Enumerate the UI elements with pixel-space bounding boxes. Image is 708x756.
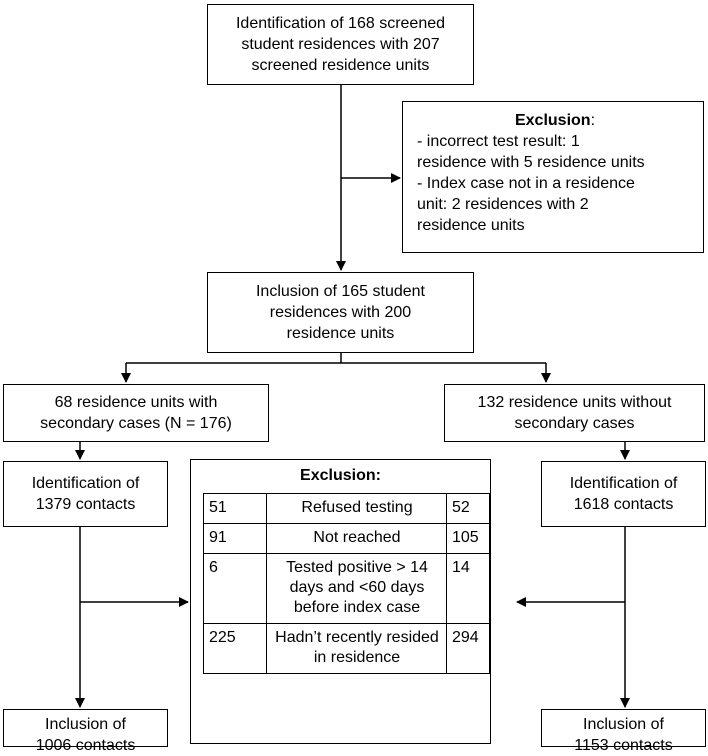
left-count: 225	[203, 623, 267, 674]
units-without-secondary-cases-box: 132 residence units without secondary ca…	[444, 384, 705, 442]
left-inclusion-contacts-box: Inclusion of 1006 contacts	[3, 709, 168, 754]
box-line: residences with 200	[269, 304, 412, 321]
exclusion-table-title: Exclusion:	[300, 467, 381, 484]
right-inclusion-contacts-box: Inclusion of 1153 contacts	[541, 709, 706, 754]
left-count: 6	[203, 553, 267, 624]
table-row: 6 Tested positive > 14 days and <60 days…	[203, 553, 490, 624]
box-line: 1006 contacts	[35, 737, 136, 754]
box-line: Identification of	[31, 475, 140, 492]
box-line: 1379 contacts	[35, 496, 136, 513]
exclusion-line: residence units	[417, 217, 525, 234]
box-line: secondary cases (N = 176)	[40, 415, 232, 432]
right-count: 52	[446, 493, 490, 524]
box-line: residence units	[286, 325, 395, 342]
exclusion-contacts-box: Exclusion: 51 Refused testing 52 91 Not …	[190, 459, 491, 744]
box-line: secondary cases	[514, 415, 635, 432]
identification-residences-box: Identification of 168 screened student r…	[207, 4, 474, 85]
inclusion-residences-box: Inclusion of 165 student residences with…	[207, 272, 474, 353]
box-line: student residences with 207	[241, 36, 440, 53]
left-identification-contacts-box: Identification of 1379 contacts	[3, 461, 168, 527]
exclusion-residences-box: Exclusion: - incorrect test result: 1 re…	[402, 101, 704, 253]
exclusion-line: unit: 2 residences with 2	[417, 196, 589, 213]
exclusion-reason: Refused testing	[266, 493, 447, 524]
box-line: 132 residence units without	[477, 394, 672, 411]
box-line: Inclusion of	[583, 716, 664, 733]
box-line: 68 residence units with	[54, 394, 218, 411]
box-line: Inclusion of	[45, 716, 126, 733]
box-line: Identification of	[569, 475, 678, 492]
exclusion-line: - incorrect test result: 1	[417, 133, 580, 150]
exclusion-title-text: Exclusion	[514, 112, 591, 129]
exclusion-reason: Not reached	[266, 523, 447, 554]
table-row: 51 Refused testing 52	[203, 493, 490, 524]
table-row: 225 Hadn’t recently resided in residence…	[203, 623, 490, 674]
exclusion-title-colon: :	[590, 112, 596, 129]
exclusion-reason: Tested positive > 14 days and <60 days b…	[266, 553, 447, 624]
exclusion-title: Exclusion:	[417, 110, 693, 131]
left-count: 51	[203, 493, 267, 524]
right-count: 105	[446, 523, 490, 554]
box-line: 1153 contacts	[574, 737, 673, 754]
box-line: 1618 contacts	[573, 496, 674, 513]
table-row: 91 Not reached 105	[203, 523, 490, 554]
right-count: 294	[446, 623, 490, 674]
box-line: Identification of 168 screened	[235, 15, 446, 32]
right-identification-contacts-box: Identification of 1618 contacts	[541, 461, 706, 527]
exclusion-line: residence with 5 residence units	[417, 154, 645, 171]
box-line: screened residence units	[251, 57, 430, 74]
right-count: 14	[446, 553, 490, 624]
exclusion-reason: Hadn’t recently resided in residence	[266, 623, 447, 674]
left-count: 91	[203, 523, 267, 554]
exclusion-line: - Index case not in a residence	[417, 175, 635, 192]
box-line: Inclusion of 165 student	[255, 283, 425, 300]
units-with-secondary-cases-box: 68 residence units with secondary cases …	[3, 384, 269, 442]
exclusion-table: 51 Refused testing 52 91 Not reached 105…	[203, 493, 490, 674]
